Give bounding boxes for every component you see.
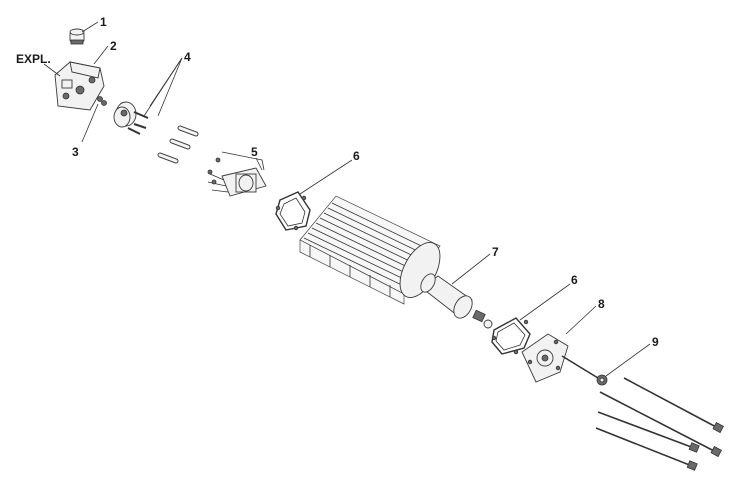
- part-2-valve-block: [54, 61, 105, 111]
- part-3-plugs: [97, 96, 107, 106]
- leader-lines: [43, 21, 651, 377]
- part-6-gasket-rear: [491, 317, 531, 355]
- label-6-rear: 6: [571, 273, 578, 287]
- label-9: 9: [652, 335, 659, 349]
- label-4: 4: [184, 50, 191, 64]
- part-4-rotor-assembly: [113, 101, 149, 135]
- part-5-cage: [207, 151, 267, 197]
- part-8-end-plate: [521, 333, 569, 383]
- label-3: 3: [72, 145, 79, 159]
- tie-rods: [595, 377, 724, 471]
- label-5: 5: [251, 145, 258, 159]
- label-8: 8: [598, 297, 605, 311]
- label-7: 7: [492, 245, 499, 259]
- part-7-finned-motor: [299, 195, 493, 329]
- callout-labels: 1 2 EXPL. 3 4 5 6 7 6 8 9: [16, 15, 659, 349]
- part-6-gasket-front: [275, 191, 311, 231]
- label-6-front: 6: [353, 149, 360, 163]
- label-1: 1: [100, 15, 107, 29]
- part-9-fitting: [561, 355, 608, 386]
- label-expl: EXPL.: [16, 52, 51, 66]
- roller-pins: [157, 125, 199, 164]
- part-1-cap: [69, 28, 85, 45]
- label-2: 2: [110, 39, 117, 53]
